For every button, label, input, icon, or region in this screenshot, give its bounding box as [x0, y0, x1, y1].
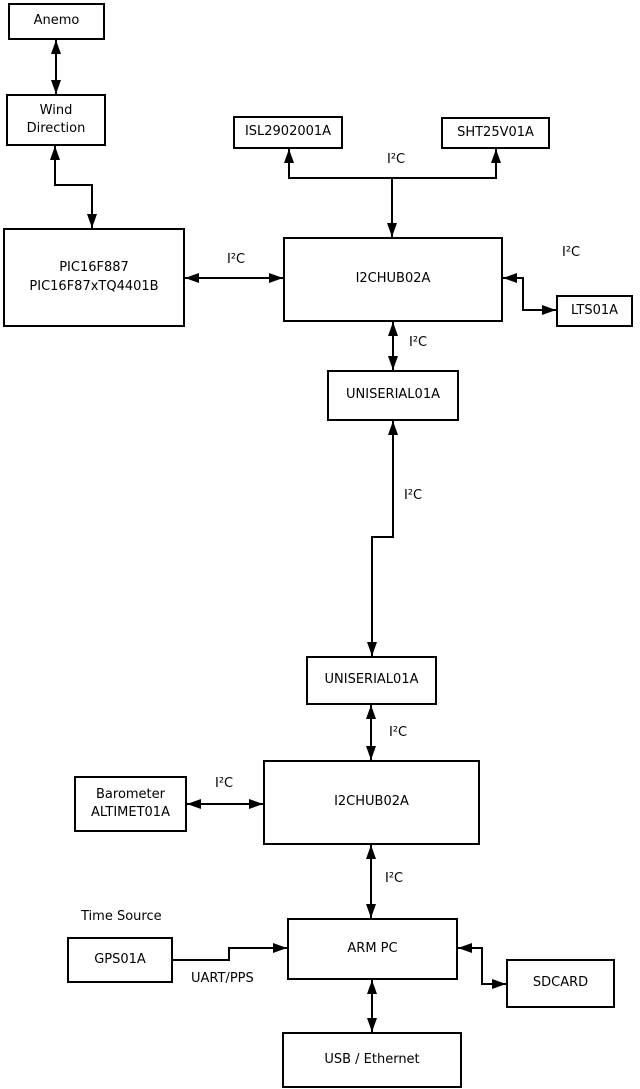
block-i2chub02a-bottom: I2CHUB02A: [263, 760, 480, 845]
label-uart-pps: UART/PPS: [191, 971, 254, 986]
label-i2c-barometer: I²C: [215, 776, 234, 791]
label-i2c-pic-hub: I²C: [227, 252, 246, 267]
block-lts01a: LTS01A: [556, 295, 633, 327]
block-anemo: Anemo: [8, 3, 105, 40]
block-arm-pc: ARM PC: [287, 918, 458, 980]
block-sht25v01a: SHT25V01A: [441, 117, 550, 149]
connector-wind-direction-pic: [50, 146, 97, 228]
label-i2c-lts: I²C: [562, 245, 581, 260]
connector-arm-pc-sdcard: [458, 943, 506, 989]
block-pic16f887: PIC16F887 PIC16F87xTQ4401B: [3, 228, 185, 327]
block-i2chub02a-top: I2CHUB02A: [283, 237, 503, 322]
label-i2c-hub-arm: I²C: [385, 871, 404, 886]
block-barometer-altimet01a: Barometer ALTIMET01A: [74, 776, 187, 832]
block-uniserial01a-bottom: UNISERIAL01A: [306, 656, 437, 705]
block-gps01a: GPS01A: [67, 937, 173, 983]
label-time-source: Time Source: [81, 909, 162, 924]
label-i2c-hub-uniserial: I²C: [409, 335, 428, 350]
block-sdcard: SDCARD: [506, 959, 615, 1008]
label-i2c-backbone: I²C: [404, 488, 423, 503]
connector-gps-arm-pc: [173, 943, 287, 961]
connector-i2chub-top-lts: [503, 273, 556, 315]
label-i2c-sensors-bus: I²C: [387, 152, 406, 167]
block-wind-direction: Wind Direction: [6, 94, 106, 146]
block-isl2902001a: ISL2902001A: [233, 116, 343, 149]
block-uniserial01a-top: UNISERIAL01A: [327, 370, 459, 421]
connector-uniserial-top-uniserial-bottom: [367, 421, 398, 656]
label-i2c-uniserial-hub: I²C: [389, 725, 408, 740]
block-usb-ethernet: USB / Ethernet: [282, 1032, 462, 1088]
